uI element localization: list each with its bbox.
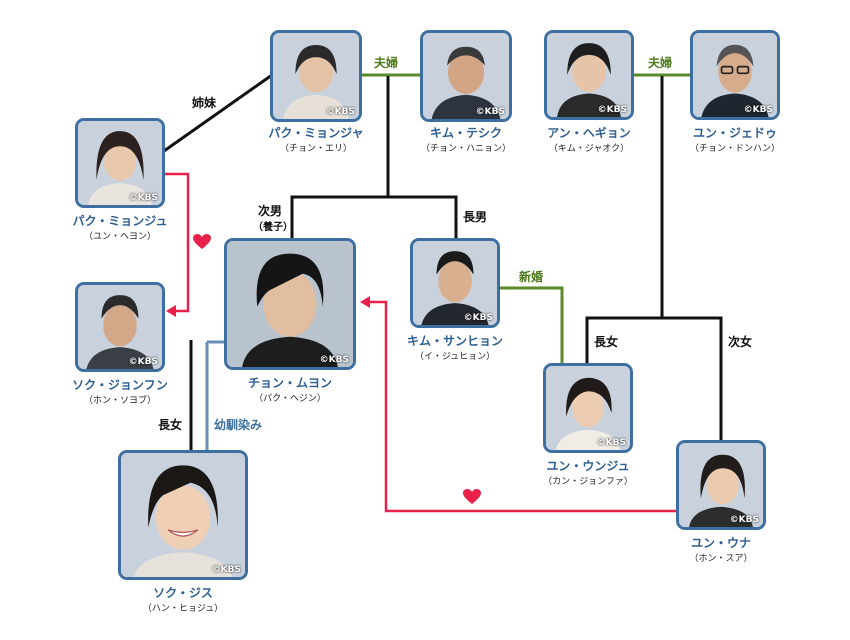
newlywed-line (500, 286, 564, 365)
love-arrowhead-left (166, 305, 176, 317)
person-sok-jonhun: ©KBS ソク・ジョンフン （ホン・ソヨブ） (72, 282, 168, 406)
person-yun-unju: ©KBS ユン・ウンジュ （カン・ジョンファ） (543, 363, 633, 487)
actor-name: （ホン・ソヨブ） (83, 396, 156, 406)
actor-name: （ユン・ヘヨン） (83, 232, 156, 242)
love-arrowhead-right (360, 296, 370, 308)
portrait-photo: ©KBS (543, 363, 633, 453)
character-name: チョン・ムヨン (247, 376, 332, 390)
character-name: パク・ミョンジャ (268, 126, 364, 140)
actor-name: （チョン・ドンハン） (689, 144, 780, 154)
children-bar-right (585, 316, 723, 440)
label-eldest-daughter-right: 長女 (594, 335, 619, 349)
character-name: アン・ヘギョン (547, 126, 631, 140)
children-bar-left (290, 195, 458, 240)
character-name: キム・テシク (429, 126, 502, 140)
portrait-photo: ©KBS (676, 440, 766, 530)
copyright-badge: ©KBS (596, 438, 626, 448)
person-sok-jisu: ©KBS ソク・ジス （ハン・ヒョジュ） (118, 450, 248, 614)
copyright-badge: ©KBS (128, 357, 158, 367)
portrait-photo: ©KBS (270, 30, 362, 122)
copyright-badge: ©KBS (325, 107, 355, 117)
character-name: ユン・ウナ (690, 536, 751, 550)
label-eldest-daughter-left: 長女 (158, 418, 183, 432)
heart-icon (463, 489, 481, 504)
actor-name: （パク・ヘジン） (254, 394, 326, 404)
copyright-badge: ©KBS (211, 565, 241, 575)
portrait-photo: ©KBS (118, 450, 248, 580)
portrait-photo: ©KBS (420, 30, 512, 122)
character-name: ソク・ジョンフン (72, 378, 168, 392)
character-name: パク・ミョンジュ (72, 214, 168, 228)
label-couple-right: 夫婦 (648, 56, 673, 70)
person-yun-jedu: ©KBS ユン・ジェドゥ （チョン・ドンハン） (690, 30, 780, 154)
portrait-photo: ©KBS (224, 238, 356, 370)
copyright-badge: ©KBS (128, 193, 158, 203)
portrait-photo: ©KBS (544, 30, 634, 120)
person-park-myeongja: ©KBS パク・ミョンジャ （チョン・エリ） (268, 30, 364, 154)
copyright-badge: ©KBS (729, 515, 759, 525)
heart-icon (193, 234, 211, 249)
copyright-badge: ©KBS (743, 105, 773, 115)
label-childhood-friends: 幼馴染み (214, 418, 263, 432)
label-newlywed: 新婚 (519, 270, 544, 284)
character-name: ユン・ジェドゥ (692, 126, 777, 140)
love-arrow-right (368, 300, 678, 513)
person-park-myeongju: ©KBS パク・ミョンジュ （ユン・ヘヨン） (73, 118, 167, 242)
person-kim-tesik: ©KBS キム・テシク （チョン・ハニョン） (420, 30, 512, 154)
copyright-badge: ©KBS (463, 313, 493, 323)
portrait-photo: ©KBS (75, 118, 165, 208)
actor-name: （チョン・ハニョン） (420, 144, 511, 154)
copyright-badge: ©KBS (597, 105, 627, 115)
copyright-badge: ©KBS (319, 355, 349, 365)
actor-name: （イ・ジュヒョン） (414, 352, 496, 362)
person-yun-una: ©KBS ユン・ウナ （ホン・スア） (676, 440, 766, 564)
character-name: キム・サンヒョン (406, 334, 503, 348)
label-sisters: 姉妹 (192, 96, 217, 110)
person-kim-sanhyon: ©KBS キム・サンヒョン （イ・ジュヒョン） (407, 238, 503, 362)
portrait-photo: ©KBS (75, 282, 165, 372)
actor-name: （キム・ジャオク） (548, 144, 630, 154)
character-name: ソク・ジス (153, 586, 213, 600)
copyright-badge: ©KBS (475, 107, 505, 117)
portrait-photo: ©KBS (410, 238, 500, 328)
portrait-photo: ©KBS (690, 30, 780, 120)
person-an-hegyon: ©KBS アン・ヘギョン （キム・ジャオク） (544, 30, 634, 154)
label-couple-left: 夫婦 (374, 56, 399, 70)
actor-name: （ハン・ヒョジュ） (142, 604, 224, 614)
sisters-line (163, 73, 273, 153)
actor-name: （ホン・スア） (689, 554, 753, 564)
label-eldest-son: 長男 (463, 210, 488, 224)
person-chon-muyon: ©KBS チョン・ムヨン （パク・ヘジン） (224, 238, 356, 404)
actor-name: （チョン・エリ） (279, 144, 352, 154)
label-adopted: （養子） (253, 222, 293, 233)
label-second-daughter: 次女 (728, 335, 753, 349)
actor-name: （カン・ジョンファ） (543, 477, 633, 487)
character-name: ユン・ウンジュ (546, 459, 630, 473)
label-second-son: 次男 (258, 204, 283, 218)
love-arrow-left (165, 172, 190, 313)
